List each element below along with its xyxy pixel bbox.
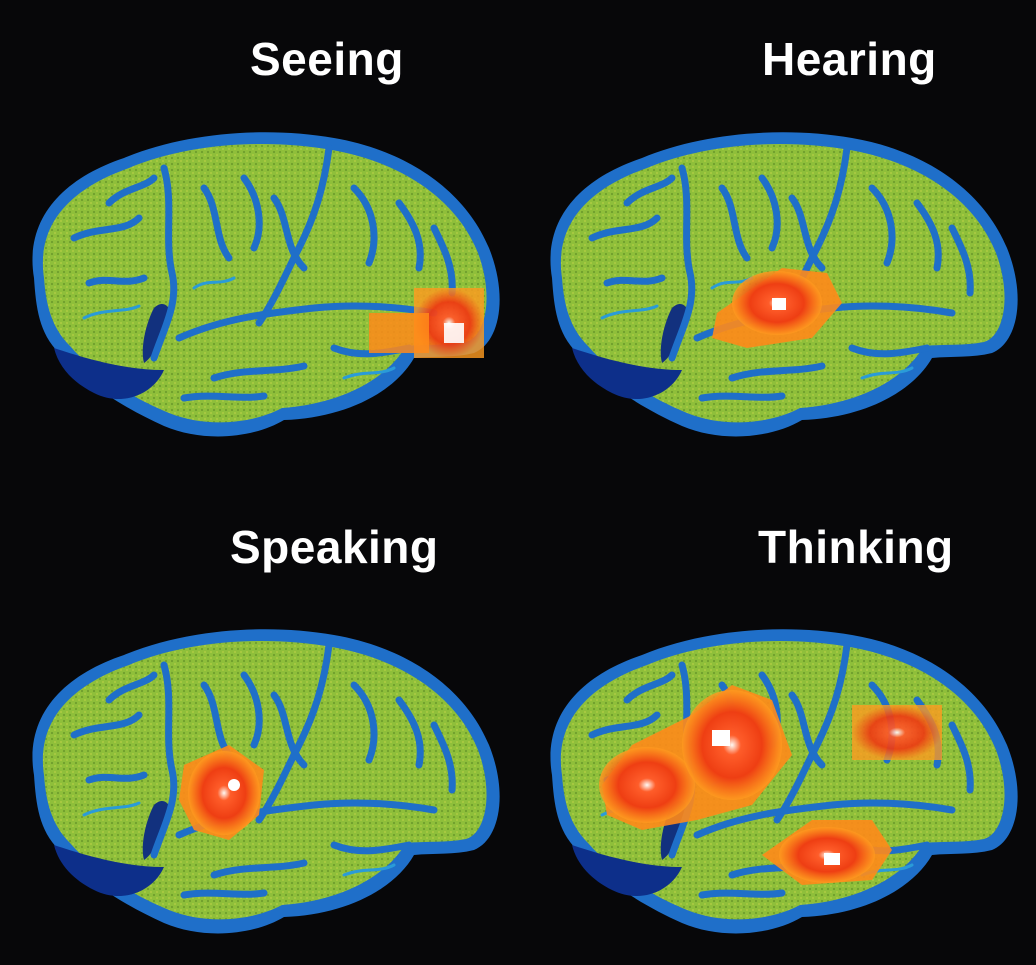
panel-label: Seeing [250,33,404,85]
panel-label: Hearing [762,33,937,85]
panel-seeing: Seeing [0,0,518,469]
panel-speaking: Speaking [0,469,518,938]
activation-region [369,288,484,358]
brain-scan-image [14,108,514,468]
activation-region [179,745,264,840]
panel-label: Speaking [230,521,439,573]
activation-region [599,685,942,885]
brain-scan-image [14,605,514,965]
panel-label: Thinking [758,521,954,573]
brain-scan-image [532,605,1032,965]
panel-hearing: Hearing [518,0,1036,469]
brain-scan-image [532,108,1032,468]
panel-thinking: Thinking [518,469,1036,938]
activation-region [712,268,842,348]
